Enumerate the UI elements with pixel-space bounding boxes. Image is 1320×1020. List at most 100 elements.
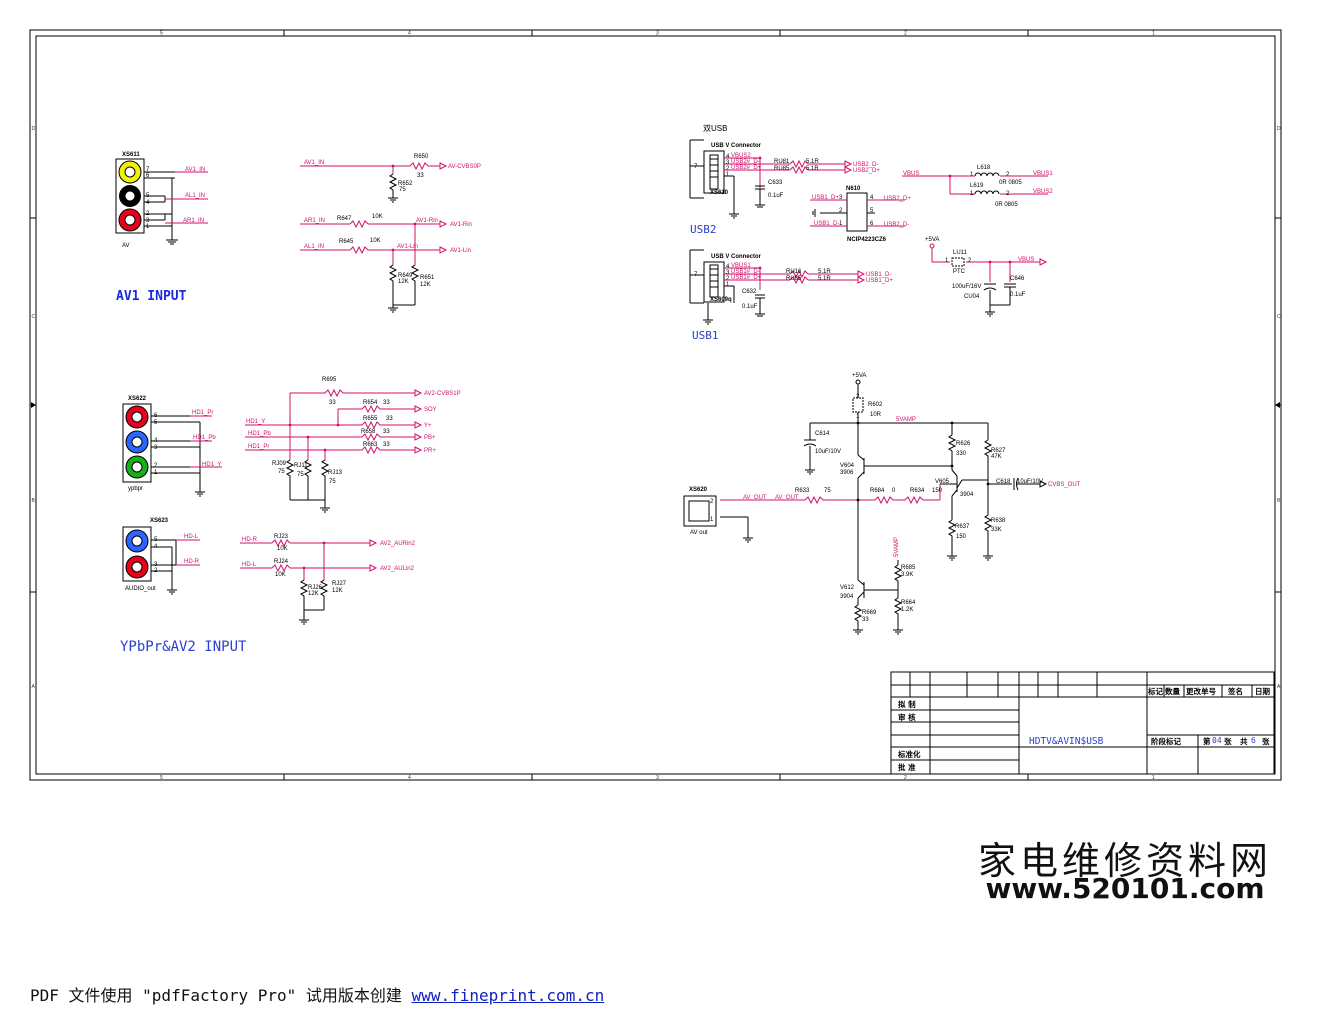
r664-val: 1.2K (901, 607, 913, 613)
rj24-val: 10K (275, 572, 286, 578)
rj26-val: 12K (308, 591, 319, 597)
rj23-val: 10K (277, 546, 288, 552)
n610-pin3: 3 (839, 195, 843, 201)
r633-val: 75 (824, 488, 831, 494)
r602-ref: R602 (868, 402, 883, 408)
usb2-net-dp: USB2#_D+ (731, 165, 762, 171)
xs611-pin4: 4 (146, 200, 150, 206)
r658-ref: R658 (361, 429, 376, 435)
xs623-net-l: HD-L (184, 534, 199, 540)
xs611-pin1: 1 (146, 224, 150, 230)
vbus-out-port: VBUS (1018, 257, 1034, 263)
xs622-pin1: 1 (154, 470, 158, 476)
av-cvbs0p-port: AV-CVBS0P (448, 164, 481, 170)
l619-val: 0R 0805 (995, 202, 1018, 208)
usb2-block: 双USB USB V Connector 7 (689, 124, 880, 236)
usb2-pin1: 1 (726, 172, 730, 178)
hd-l-label: HD-L (242, 562, 257, 568)
n610-pin5: 5 (870, 208, 874, 214)
xs623-ref: XS623 (150, 518, 169, 524)
av1-in-label: AV1_IN (304, 160, 324, 166)
av-out-amp-block: +5VA (683, 373, 1081, 635)
l618-pin2: 2 (1006, 172, 1010, 178)
audio-block: XS623 AUDIO_out 5 4 3 2 HD-L HD-R (120, 518, 416, 655)
fineprint-link[interactable]: www.fineprint.com.cn (411, 986, 605, 1005)
v612-ref: V612 (840, 585, 855, 591)
r663-val: 33 (383, 442, 390, 448)
av1-rin-port: AV1-Rin (450, 222, 472, 228)
r626-ref: R626 (956, 441, 971, 447)
r651-val: 12K (420, 282, 431, 288)
xs620-pin1: 1 (710, 517, 714, 523)
pdf-footer: PDF 文件使用 "pdfFactory Pro" 试用版本创建 www.fin… (30, 982, 604, 1006)
left-tick-d: D (32, 126, 36, 132)
lu11-ref: LU11 (953, 250, 968, 256)
tb-title: HDTV&AVIN$USB (1029, 736, 1104, 747)
r638-val: 33K (991, 527, 1002, 533)
c618-ref: C618 (996, 479, 1011, 485)
av1-input-block: XS611 AV 7 6 5 4 2 3 1 AV1_IN AL1_I (115, 152, 481, 313)
l618-ref: L618 (977, 165, 991, 171)
usb1-dp-port: USB1_D+ (866, 278, 893, 284)
xs622-ref: XS622 (128, 396, 147, 402)
tb-col-qty: 数量 (1165, 686, 1181, 696)
xs623-pin2: 2 (154, 568, 158, 574)
rj09-val: 75 (278, 469, 285, 475)
xs611-net-ar1: AR1_IN (183, 218, 204, 224)
r652-ref: R652 (398, 181, 413, 187)
xs611-net-av1: AV1_IN (185, 167, 205, 173)
vbus2-out: VBUS2 (1033, 189, 1053, 195)
usb2-dp-port: USB2_D+ (853, 168, 880, 174)
r685-val: 3.9K (901, 572, 913, 578)
r602-pin2: 2 (856, 394, 860, 400)
bottom-tick-5: 5 (160, 775, 163, 781)
rj09-ref: RJ09 (272, 461, 287, 467)
sdy-port: SOY (424, 407, 437, 413)
r627-ref: R627 (991, 448, 1006, 454)
bottom-tick-1: 1 (1152, 775, 1155, 781)
av2-aulin2-port: AV2_AULin2 (380, 566, 415, 572)
xs611-pin3: 3 (146, 218, 150, 224)
xs611-pin2: 2 (146, 211, 150, 217)
ru16-val: 5.1R (818, 269, 831, 275)
esd-block: N610 USB1_D+ USB1_D- USB2_D+ USB2_D- 3 2… (810, 186, 911, 243)
usb1-net-vbus: VBUS1 (731, 263, 751, 269)
av1-lin-label: AV1-Lin (397, 244, 418, 250)
r645-val: 10K (370, 238, 381, 244)
xs620-pin2: 2 (710, 499, 714, 505)
right-tick-a: A (1277, 684, 1281, 690)
tb-sheet-pre: 第 (1203, 736, 1211, 746)
rj11-val: 75 (297, 472, 304, 478)
usb1-block: USB V Connector 7 4 3 (689, 249, 893, 342)
usb1-pin3: 3 (726, 270, 730, 276)
right-tick-c: C (1277, 314, 1281, 320)
rj23-ref: RJ23 (274, 534, 289, 540)
cu04-ref: CU04 (964, 294, 980, 300)
usb2-net-dm: USB2#_D- (731, 159, 760, 165)
rj11-ref: RJ11 (294, 463, 308, 469)
r649-ref: R649 (398, 273, 413, 279)
r626-val: 330 (956, 451, 967, 457)
tb-sheet-mid: 张 (1224, 737, 1232, 746)
xs622-pin4: 4 (154, 438, 158, 444)
v605-val: 3904 (960, 492, 974, 498)
esd-right-dm: USB2_D- (884, 222, 909, 228)
5vamp-net-2: 5VAMP (894, 537, 900, 557)
xs623-net-r: HD-R (184, 559, 200, 565)
c646-val: 0.1uF (1010, 292, 1026, 298)
esd-left-dm: USB1_D- (814, 221, 839, 227)
xs622-pin5: 5 (154, 420, 158, 426)
av1-section-title: AV1 INPUT (116, 289, 187, 304)
r637-val: 150 (956, 534, 967, 540)
audio-conn-name: AUDIO_out (125, 586, 156, 592)
r650-val: 33 (417, 173, 424, 179)
r685-ref: R685 (901, 565, 916, 571)
tb-col-date: 日期 (1255, 686, 1271, 696)
av2-aurin2-port: AV2_AURin2 (380, 541, 416, 547)
av1-rin-label: AV1-Rin (416, 218, 438, 224)
l619-ref: L619 (970, 183, 984, 189)
n610-pin4: 4 (870, 195, 874, 201)
xs620-name: AV out (690, 530, 708, 536)
c632-val: 0.1uF (742, 304, 758, 310)
